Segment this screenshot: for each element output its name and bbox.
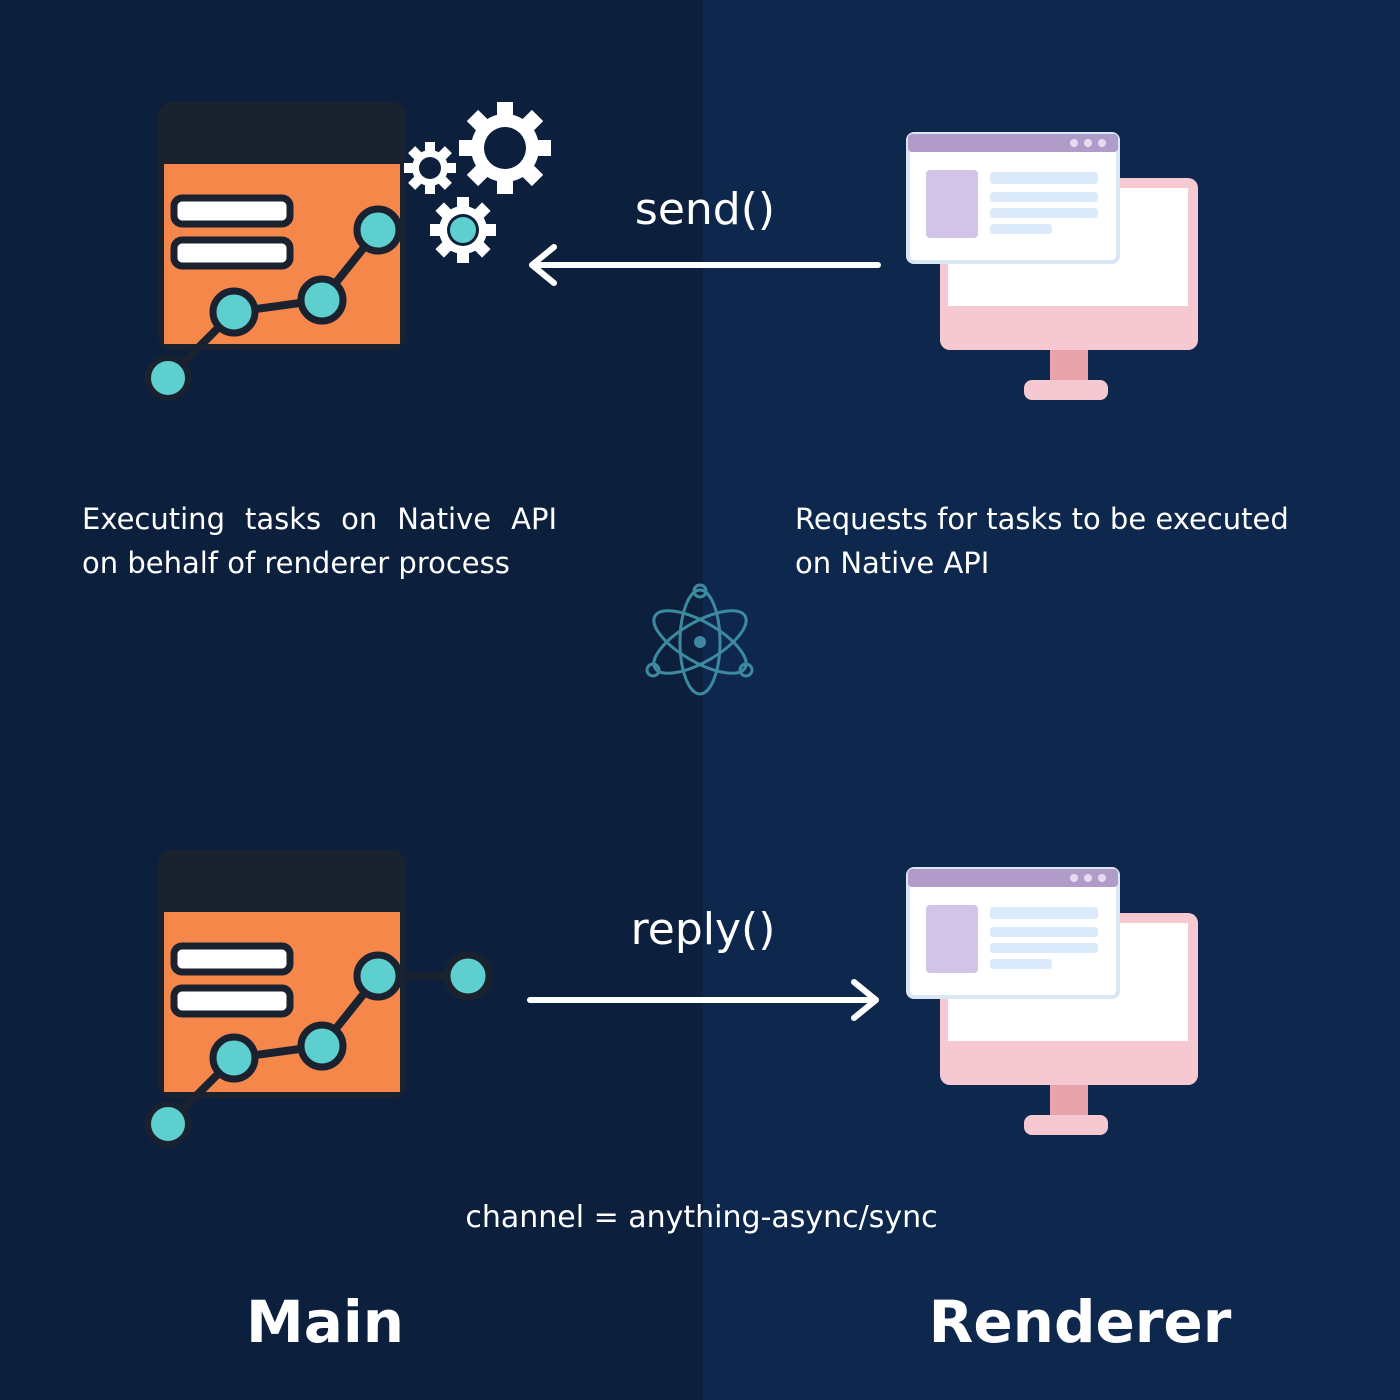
- reply-arrow: [527, 979, 879, 1021]
- analytics-window-icon: [145, 850, 493, 1147]
- main-description: Executing tasks on Native API on behalf …: [82, 502, 557, 580]
- analytics-window-icon: [145, 102, 406, 401]
- send-label: send(): [634, 184, 776, 235]
- monitor-browser-icon: [906, 132, 1198, 400]
- renderer-description: Requests for tasks to be executed on Nat…: [795, 502, 1289, 580]
- send-arrow: [529, 244, 881, 286]
- reply-label: reply(): [630, 904, 776, 955]
- electron-logo-icon: [645, 583, 754, 696]
- main-title: Main: [245, 1288, 405, 1356]
- monitor-browser-icon: [906, 867, 1198, 1135]
- gears-icon: [404, 102, 551, 263]
- channel-text: channel = anything-async/sync: [465, 1200, 938, 1235]
- renderer-title: Renderer: [928, 1288, 1232, 1356]
